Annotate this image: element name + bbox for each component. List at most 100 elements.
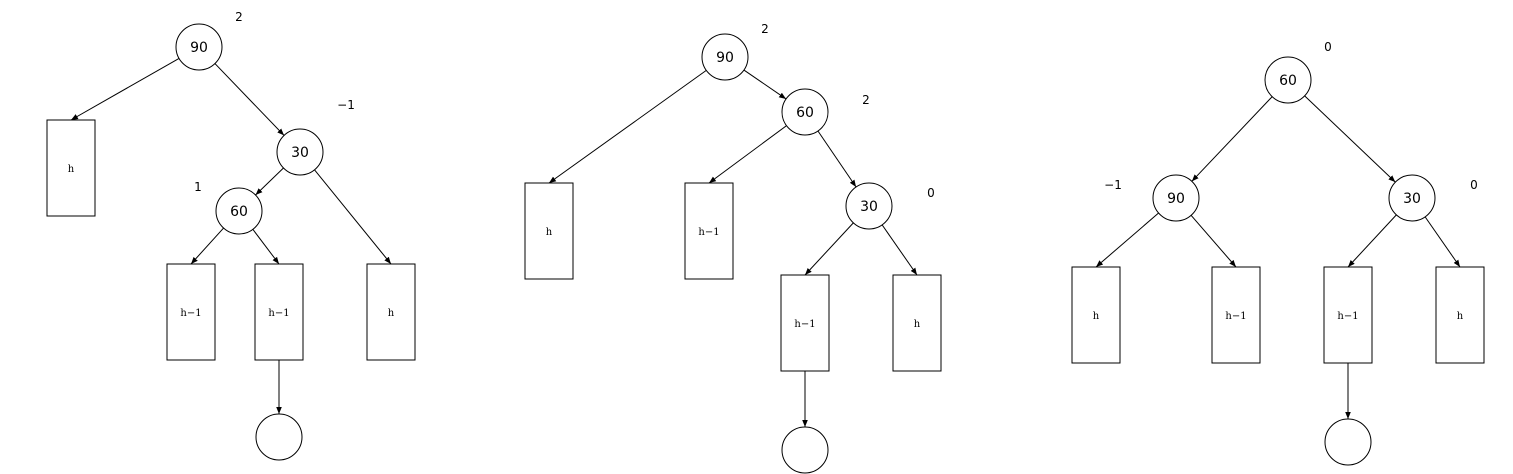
subtree-box: h [1071,266,1121,364]
subtree-box: h [892,274,942,372]
subtree-box-rect [166,263,216,361]
node-30: 30 0 [845,182,935,230]
subtree-box-rect [1323,266,1373,364]
node-60: 60 2 [781,88,870,136]
balance-factor-label: 2 [862,93,870,107]
edge-n60-b2 [252,229,280,265]
node-circle [781,88,829,136]
subtree-box-rect [1435,266,1485,364]
middle-tree: h h−1 h−1 h 90 2 60 2 30 0 [524,22,942,474]
subtree-box-rect [780,274,830,372]
node-circle [781,426,829,474]
node-key-label: 60 [796,105,814,121]
subtree-box-rect [254,263,304,361]
node-circle [215,187,263,235]
balance-factor-label: 1 [194,180,202,194]
subtree-box: h−1 [254,263,304,361]
new-node [781,426,829,474]
subtree-box-rect [366,263,416,361]
subtree-box: h [524,182,574,280]
new-node [255,413,303,461]
node-key-label: 90 [190,40,208,56]
node-30: 30 0 [1388,174,1478,222]
edge-n30-n60 [255,167,284,196]
subtree-height-label: h−1 [794,319,815,330]
balance-factor-label: 2 [761,22,769,36]
subtree-box: h−1 [684,182,734,280]
edge-n60-n30 [817,130,857,188]
balance-factor-label: −1 [1104,178,1122,192]
node-circle [1324,418,1372,466]
node-circle [1152,174,1200,222]
subtree-height-label: h [546,227,553,238]
node-key-label: 30 [291,145,309,161]
subtree-height-label: h−1 [180,308,201,319]
balance-factor-label: 0 [1324,40,1332,54]
subtree-height-label: h−1 [1225,311,1246,322]
edge-n30-b4 [1424,216,1461,268]
node-key-label: 30 [860,199,878,215]
edge-n90-b1 [1095,212,1159,268]
node-30: 30 −1 [276,98,355,176]
subtree-height-label: h [1457,311,1464,322]
new-node [1324,418,1372,466]
node-60: 60 0 [1264,40,1332,104]
node-60: 60 1 [194,180,263,235]
balance-factor-label: −1 [337,98,355,112]
balance-factor-label: 2 [235,10,243,24]
node-circle [175,23,223,71]
subtree-height-label: h [914,319,921,330]
subtree-box-rect [892,274,942,372]
subtree-box: h−1 [166,263,216,361]
right-tree: h h−1 h−1 h 60 0 90 −1 30 0 [1071,40,1485,466]
node-key-label: 90 [716,50,734,66]
left-tree: h h−1 h−1 h 90 2 30 −1 60 1 [46,10,416,461]
edge-n90-bh [70,57,180,121]
node-key-label: 30 [1403,191,1421,207]
subtree-box: h [46,119,96,217]
edge-n60-b1 [190,227,224,265]
edge-n90-n60 [743,69,787,100]
node-circle [845,182,893,230]
edge-n30-b2 [804,222,854,276]
balance-factor-label: 0 [1470,178,1478,192]
node-circle [701,33,749,81]
subtree-height-label: h [68,164,75,175]
subtree-height-label: h−1 [698,227,719,238]
subtree-box-rect [1211,266,1261,364]
edge-n60-n90 [1191,96,1273,182]
node-key-label: 90 [1167,191,1185,207]
subtree-height-label: h−1 [1337,311,1358,322]
subtree-box-rect [524,182,574,280]
node-90: 90 2 [175,10,243,71]
subtree-box: h [1435,266,1485,364]
subtree-box-rect [46,119,96,217]
node-90: 90 2 [701,22,769,81]
node-circle [255,413,303,461]
node-circle [276,128,324,176]
subtree-height-label: h [388,308,395,319]
edge-n90-bh [548,69,707,184]
subtree-box: h−1 [1211,266,1261,364]
subtree-box: h−1 [780,274,830,372]
subtree-box: h [366,263,416,361]
node-circle [1264,56,1312,104]
node-key-label: 60 [230,204,248,220]
subtree-box-rect [684,182,734,280]
subtree-height-label: h−1 [268,308,289,319]
node-key-label: 60 [1279,73,1297,89]
edge-n90-n30 [214,63,285,136]
node-circle [1388,174,1436,222]
subtree-height-label: h [1093,311,1100,322]
edge-n60-n30 [1304,95,1396,183]
edge-n30-b3 [881,224,918,276]
subtree-box-rect [1071,266,1121,364]
edge-n30-b3 [1347,214,1397,268]
edge-n90-b2 [1190,215,1237,268]
edge-n30-b3 [314,169,392,265]
subtree-box: h−1 [1323,266,1373,364]
balance-factor-label: 0 [927,186,935,200]
node-90: 90 −1 [1104,174,1200,222]
edge-n60-b1 [708,125,787,184]
